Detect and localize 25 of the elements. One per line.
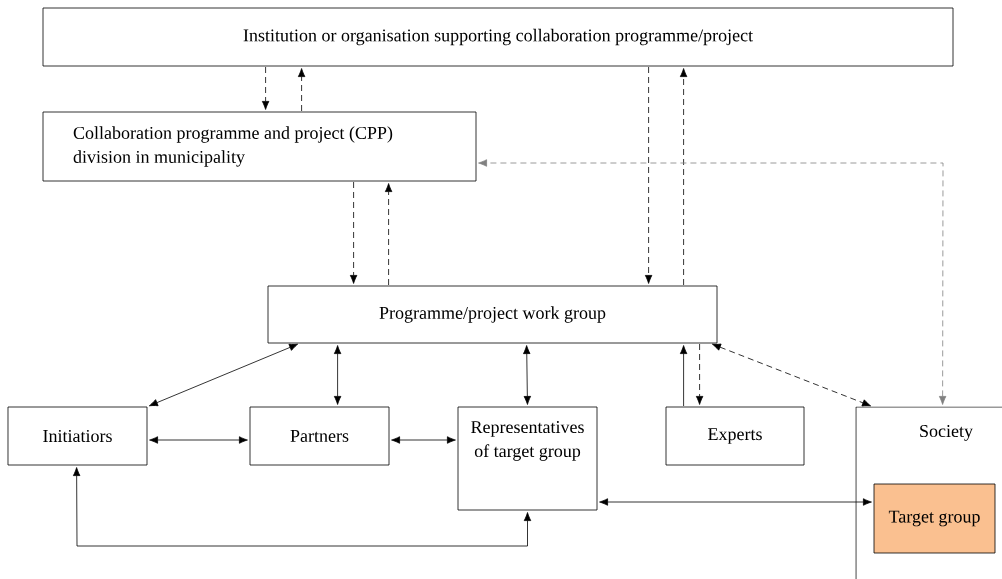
arrow [149,343,298,407]
arrow [712,343,871,407]
arrow [333,345,342,405]
process-box: Institution or organisation supporting collaboration programme/project [42,7,954,67]
arrow [149,436,248,444]
arrow [391,436,456,444]
process-box: Experts [665,406,805,466]
arrow [261,66,270,110]
arrow [523,345,532,405]
process-box: Partners [249,406,390,466]
arrow [478,159,947,405]
arrow [297,68,306,112]
process-box: Initiatiors [7,406,148,466]
arrow [695,343,704,405]
process-box: Programme/project work group [267,285,718,344]
arrow [679,345,688,407]
arrow [644,66,653,284]
arrow [349,181,358,284]
process-box: Target group [873,483,996,554]
arrow [384,183,393,286]
arrow [599,498,872,506]
arrow [679,68,688,286]
process-box: Representatives of target group [457,406,598,511]
arrow [72,467,532,547]
process-box: Collaboration programme and project (CPP) division in municipality [42,111,477,182]
